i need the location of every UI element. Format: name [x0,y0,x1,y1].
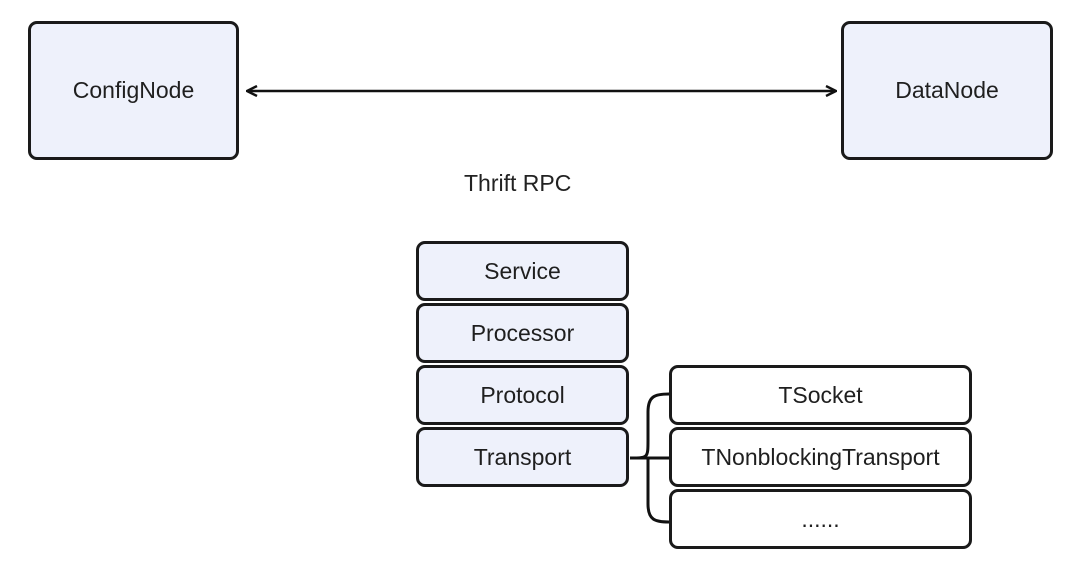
rpc-label: Thrift RPC [464,170,572,196]
stack-layer-service: Service [416,241,629,301]
transport-label: TNonblockingTransport [701,443,940,470]
transport-tnonblocking: TNonblockingTransport [669,427,972,487]
stack-layer-label: Transport [473,443,572,470]
stack-layer-protocol: Protocol [416,365,629,425]
data-node: DataNode [841,21,1053,160]
stack-layer-label: Service [484,257,561,284]
transport-more: ...... [669,489,972,549]
transport-tsocket: TSocket [669,365,972,425]
stack-layer-label: Protocol [480,381,565,408]
stack-layer-label: Processor [470,319,575,346]
transport-label: ...... [801,505,840,532]
data-node-label: DataNode [895,77,999,103]
stack-layer-processor: Processor [416,303,629,363]
transport-brace [629,392,670,524]
transport-label: TSocket [778,381,863,408]
config-node: ConfigNode [28,21,239,160]
config-node-label: ConfigNode [72,77,195,103]
stack-layer-transport: Transport [416,427,629,487]
